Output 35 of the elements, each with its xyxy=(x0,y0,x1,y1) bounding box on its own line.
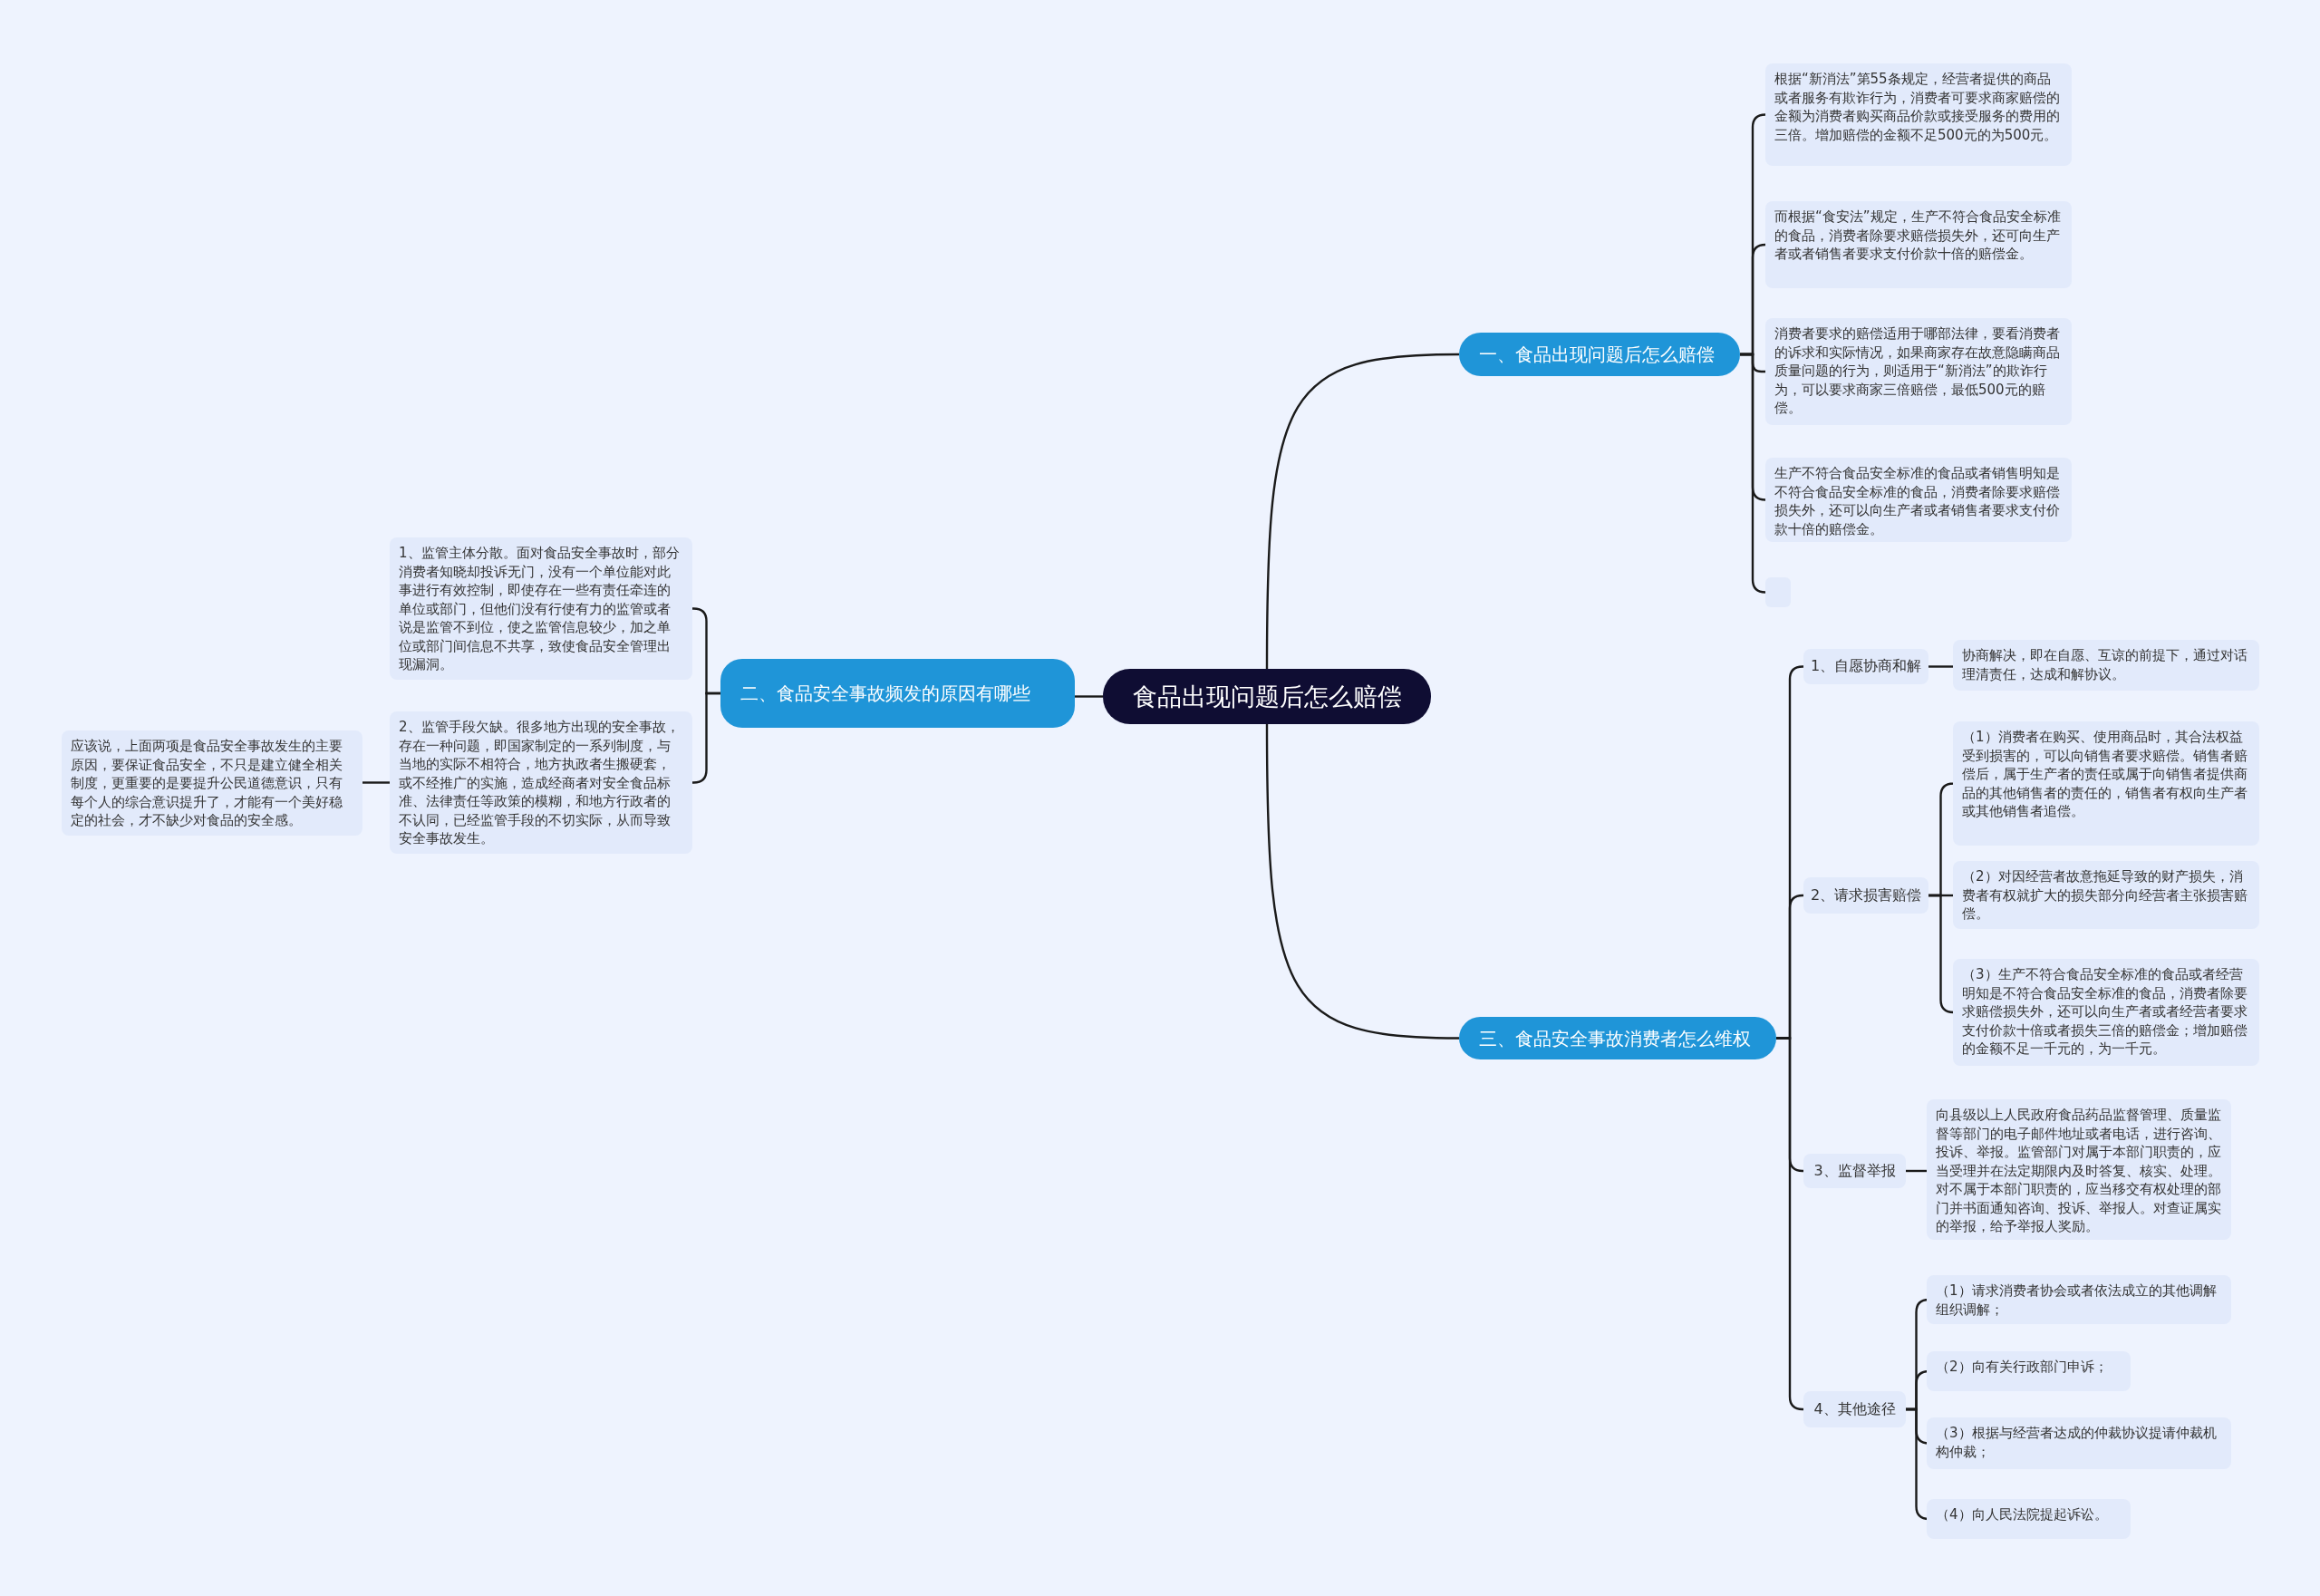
branch-topic-box: 二、食品安全事故频发的原因有哪些 xyxy=(720,659,1075,728)
text-box: 根据“新消法”第55条规定，经营者提供的商品或者服务有欺诈行为，消费者可要求商家赔偿的金额为消费者购买商品价款或接受服务的费用的三倍。增加赔偿的金额不足500元的为500元。 xyxy=(1765,63,2072,166)
connector-line xyxy=(1928,665,1953,668)
branch-topic-box: 三、食品安全事故消费者怎么维权 xyxy=(1459,1017,1776,1059)
text-box: 应该说，上面两项是食品安全事故发生的主要原因，要保证食品安全，不只是建立健全相关制度，更重要的是要提升公民道德意识，只有每个人的综合意识提升了，才能有一个美好稳定的社会，才不缺少对食品的安全感。 xyxy=(62,730,362,836)
text-box: 消费者要求的赔偿适用于哪部法律，要看消费者的诉求和实际情况，如果商家存在故意隐瞒商品质量问题的行为，则适用于“新消法”的欺诈行为，可以要求商家三倍赔偿，最低500元的赔偿。 xyxy=(1765,318,2072,425)
connector-line xyxy=(1265,353,1460,669)
empty-box xyxy=(1765,577,1791,607)
text-box: （1）消费者在购买、使用商品时，其合法权益受到损害的，可以向销售者要求赔偿。销售者赔偿后，属于生产者的责任或属于向销售者提供商品的其他销售者的责任的，销售者有权向生产者或其他销售者追偿。 xyxy=(1953,721,2259,846)
connector-line xyxy=(362,781,390,784)
text-box: 向县级以上人民政府食品药品监督管理、质量监督等部门的电子邮件地址或者电话，进行咨询、投诉、举报。监管部门对属于本部门职责的，应当受理并在法定期限内及时答复、核实、处理。对不属于本部门职责的，应当移交有权处理的部门并书面通知咨询、投诉、举报人。对查证属实的举报，给予举报人奖励。 xyxy=(1927,1099,2231,1240)
text-box: 2、监管手段欠缺。很多地方出现的安全事故，存在一种问题，即国家制定的一系列制度，与当地的实际不相符合，地方执政者生搬硬套，或不经推广的实施，造成经商者对安全食品标准、法律责任等政策的模糊，和地方行政者的不认同，已经监管手段的不切实际，从而导致安全事故发生。 xyxy=(390,711,692,854)
text-box: （2）向有关行政部门申诉； xyxy=(1927,1351,2131,1391)
subtopic-box: 3、监督举报 xyxy=(1803,1154,1906,1188)
root-topic-box: 食品出现问题后怎么赔偿 xyxy=(1103,669,1431,724)
subtopic-box: 4、其他途径 xyxy=(1803,1391,1906,1427)
subtopic-box: 1、自愿协商和解 xyxy=(1803,649,1928,684)
connector-line xyxy=(1740,353,1767,594)
text-box: 协商解决，即在自愿、互谅的前提下，通过对话理清责任，达成和解协议。 xyxy=(1953,640,2259,691)
connector-line xyxy=(691,692,720,784)
text-box: （3）生产不符合食品安全标准的食品或者经营明知是不符合食品安全标准的食品，消费者除要求赔偿损失外，还可以向生产者或者经营者要求支付价款十倍或者损失三倍的赔偿金；增加赔偿的金额不足一千元的，为一千元。 xyxy=(1953,959,2259,1066)
text-box: （1）请求消费者协会或者依法成立的其他调解组织调解； xyxy=(1927,1275,2231,1324)
subtopic-box: 2、请求损害赔偿 xyxy=(1803,877,1928,914)
text-box: （2）对因经营者故意拖延导致的财产损失，消费者有权就扩大的损失部分向经营者主张损害赔偿。 xyxy=(1953,861,2259,929)
text-box: （3）根据与经营者达成的仲裁协议提请仲裁机构仲裁； xyxy=(1927,1417,2231,1469)
text-box: 生产不符合食品安全标准的食品或者销售明知是不符合食品安全标准的食品，消费者除要求赔偿损失外，还可以向生产者或者销售者要求支付价款十倍的赔偿金。 xyxy=(1765,458,2072,542)
branch-topic-box: 一、食品出现问题后怎么赔偿 xyxy=(1459,333,1740,376)
connector-line xyxy=(1928,894,1955,1014)
connector-line xyxy=(1776,1037,1804,1411)
text-box: （4）向人民法院提起诉讼。 xyxy=(1927,1499,2131,1539)
connector-line xyxy=(1075,695,1103,698)
text-box: 1、监管主体分散。面对食品安全事故时，部分消费者知晓却投诉无门，没有一个单位能对此事进行有效控制，即使存在一些有责任牵连的单位或部门，但他们没有行使有力的监管或者说是监管不到位，使之监管信息较少，加之单位或部门间信息不共享，致使食品安全管理出现漏洞。 xyxy=(390,537,692,680)
text-box: 而根据“食安法”规定，生产不符合食品安全标准的食品，消费者除要求赔偿损失外，还可向生产者或者销售者要求支付价款十倍的赔偿金。 xyxy=(1765,201,2072,288)
connector-line xyxy=(1265,724,1460,1040)
connector-line xyxy=(1906,1169,1927,1173)
